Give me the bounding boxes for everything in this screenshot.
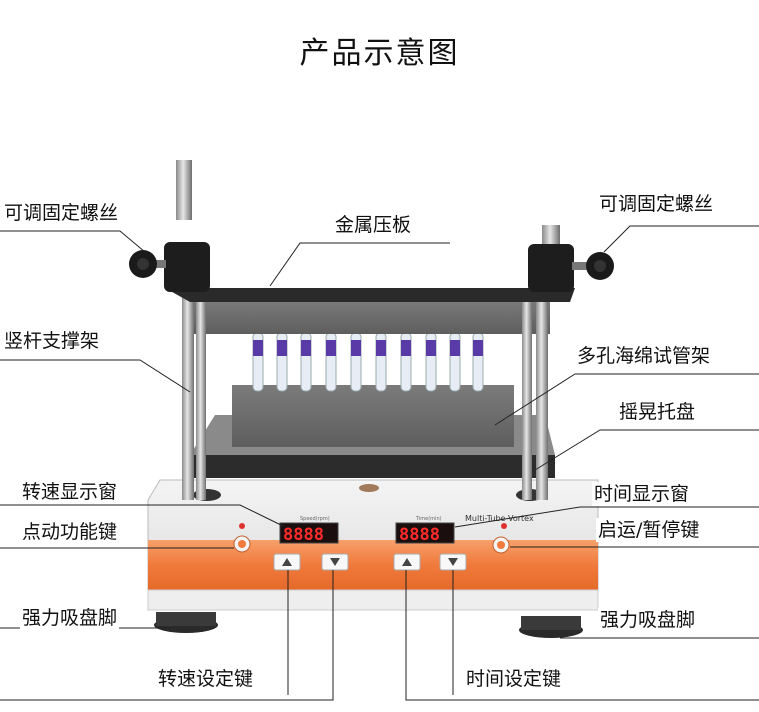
led-right — [501, 523, 507, 529]
label-time-window: 时间显示窗 — [592, 482, 692, 506]
label-shaking-tray: 摇晃托盘 — [617, 400, 698, 424]
time-down-button[interactable] — [439, 553, 467, 571]
clamp-block-left — [164, 242, 210, 292]
label-sponge-rack: 多孔海绵试管架 — [575, 344, 713, 368]
label-suction-feet-left: 强力吸盘脚 — [20, 606, 120, 630]
speed-display: Speed(rpm) 8888 — [279, 516, 339, 545]
label-vertical-rod: 竖杆支撑架 — [2, 329, 102, 353]
speed-display-digits: 8888 — [283, 525, 324, 545]
time-display: Time(min) 8888 — [395, 516, 455, 545]
sponge-tube-rack — [232, 385, 514, 447]
label-metal-plate: 金属压板 — [333, 213, 414, 237]
adjust-knob-right — [572, 252, 614, 280]
label-suction-feet-right: 强力吸盘脚 — [598, 608, 698, 632]
led-left — [239, 523, 245, 529]
leader-lines — [0, 225, 759, 701]
label-speed-set-keys: 转速设定键 — [156, 667, 256, 691]
time-display-title: Time(min) — [415, 516, 442, 522]
time-display-digits: 8888 — [399, 525, 440, 545]
speed-up-button[interactable] — [273, 553, 301, 571]
label-adjust-screw-right: 可调固定螺丝 — [597, 192, 716, 216]
page-title: 产品示意图 — [299, 36, 460, 71]
time-up-button[interactable] — [393, 553, 421, 571]
top-foam-pad — [190, 300, 550, 334]
clamp-block-right — [528, 244, 574, 292]
label-jog-key: 点动功能键 — [20, 520, 120, 544]
suction-feet-left — [154, 612, 218, 633]
jog-button[interactable] — [233, 535, 251, 553]
label-speed-window: 转速显示窗 — [20, 480, 120, 504]
label-start-pause-key: 启运/暂停键 — [596, 518, 702, 542]
label-time-set-keys: 时间设定键 — [464, 667, 564, 691]
metal-press-plate — [165, 288, 575, 302]
suction-feet-right — [519, 616, 583, 638]
label-adjust-screw-left: 可调固定螺丝 — [2, 201, 121, 225]
vertical-rods — [176, 160, 560, 500]
speed-down-button[interactable] — [321, 553, 349, 571]
test-tubes — [252, 332, 484, 392]
adjust-knob-left — [129, 250, 166, 278]
speed-display-title: Speed(rpm) — [300, 516, 330, 522]
start-pause-button[interactable] — [492, 536, 510, 554]
brand-text: Multi-Tube Vortex — [465, 514, 534, 523]
